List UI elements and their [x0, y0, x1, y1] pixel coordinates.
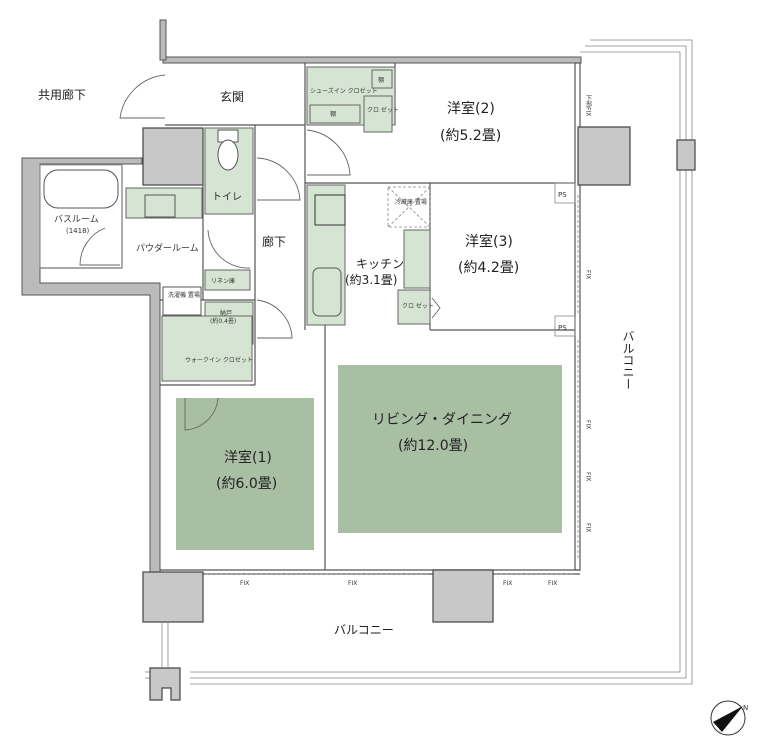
balcony-rail [145, 39, 693, 685]
label-fix: FIX [585, 270, 592, 279]
shoe-shelf [309, 104, 361, 124]
label-western-3-size: (約4.2畳) [458, 260, 519, 276]
windows [205, 195, 579, 575]
label-common-corridor: 共用廊下 [38, 87, 86, 102]
column [577, 126, 631, 186]
top-left-wall [159, 19, 167, 61]
closet-2 [363, 95, 393, 133]
label-fix: FIX [585, 420, 592, 429]
label-western-3: 洋室(3) [465, 233, 513, 250]
label-fix: FIX [585, 523, 592, 532]
label-fix: FIX [348, 580, 357, 587]
shelf [371, 69, 393, 89]
label-bathroom-size: (1418) [66, 227, 90, 235]
top-wall [162, 56, 582, 64]
living-dining-floor [338, 365, 562, 533]
label-western-1: 洋室(1) [224, 449, 272, 466]
label-fix: FIX [503, 580, 512, 587]
label-kitchen: キッチン [356, 257, 404, 271]
left-wall [21, 157, 161, 576]
stove [314, 194, 346, 226]
label-balcony-right: バルコニー [621, 330, 635, 390]
label-balcony-bottom: バルコニー [334, 623, 394, 637]
label-toilet: トイレ [212, 192, 242, 203]
label-powder-room: パウダールーム [136, 242, 199, 254]
label-western-2: 洋室(2) [447, 100, 495, 117]
label-laundry: 洗濯機 置場 [168, 291, 200, 299]
label-western-2-size: (約5.2畳) [440, 128, 501, 144]
label-fix: FIX [548, 580, 557, 587]
label-closet-3: クロ ゼット [402, 302, 434, 310]
column [432, 569, 494, 623]
label-bathroom: バスルーム [54, 214, 99, 225]
label-ps: PS [558, 191, 567, 199]
fridge-space [387, 186, 431, 228]
linen-closet [204, 269, 251, 291]
closet-3 [397, 289, 431, 325]
label-ps: PS [558, 324, 567, 332]
label-fix: FIX [240, 580, 249, 587]
doors [79, 74, 441, 431]
walk-in-closet [161, 315, 253, 382]
label-linen: リネン庫 [211, 277, 235, 285]
label-kitchen-size: (約3.1畳) [345, 272, 397, 287]
sink [312, 267, 342, 317]
label-shoe-closet: シューズイン クロゼット [310, 87, 378, 95]
kitchen-back-counter [403, 229, 431, 289]
label-walk-in-closet: ウォークイン クロゼット [185, 356, 253, 364]
svg-text:N: N [743, 704, 748, 712]
label-living-dining: リビング・ダイニング [372, 412, 512, 428]
column [142, 571, 204, 623]
label-closet-2: クロ ゼット [367, 106, 399, 114]
compass: N [710, 700, 748, 736]
label-hallway: 廊下 [262, 234, 286, 249]
label-fridge: 冷蔵庫 置場 [395, 198, 427, 206]
label-lower-fix: 下部FIX [585, 95, 592, 116]
label-storage-size: (約0.4畳) [210, 317, 236, 325]
label-living-size: (約12.0畳) [398, 438, 468, 454]
western-1-floor [176, 398, 314, 550]
label-storage: 納戸 [220, 309, 232, 317]
bathtub [43, 169, 119, 209]
column [149, 667, 181, 701]
column [676, 139, 696, 171]
label-fix: FIX [585, 472, 592, 481]
label-shoe-shelf: 棚 [330, 110, 336, 118]
column [142, 127, 204, 186]
laundry-space [162, 286, 202, 316]
label-western-1-size: (約6.0畳) [216, 476, 277, 492]
label-shelf: 棚 [378, 76, 384, 84]
label-entrance: 玄関 [220, 89, 244, 104]
interior-walls [39, 63, 575, 570]
